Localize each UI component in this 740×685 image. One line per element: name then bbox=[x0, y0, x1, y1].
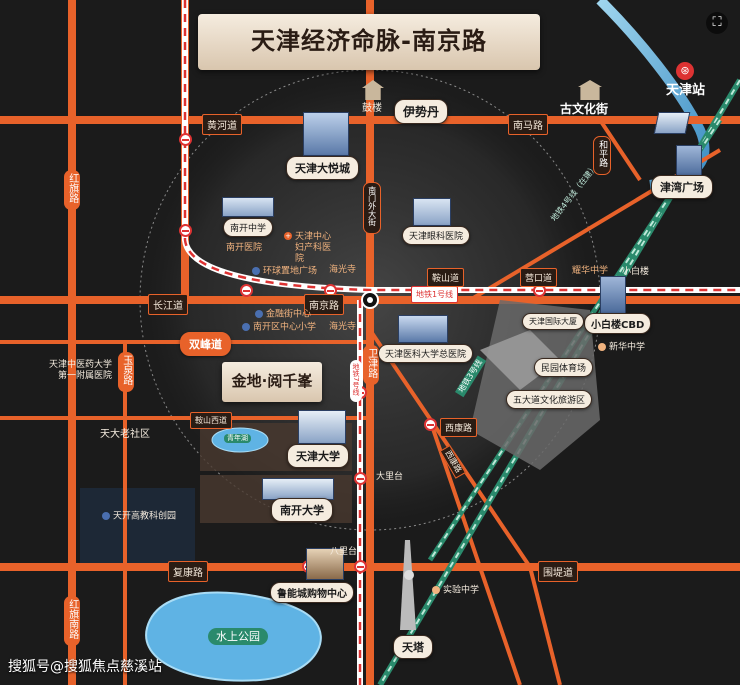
eye-hospital-building bbox=[413, 198, 451, 226]
dalitai-label: 大里台 bbox=[376, 472, 404, 482]
road-metro7: 地铁7号线 bbox=[350, 360, 362, 402]
joycity-building bbox=[303, 112, 349, 156]
tower-shape bbox=[400, 540, 416, 630]
poi-yaohua: 耀华中学 bbox=[572, 266, 609, 276]
project-banner[interactable]: 金地·阅千峯 bbox=[222, 362, 322, 402]
eye-hospital-pill[interactable]: 天津眼科医院 bbox=[402, 226, 471, 245]
poi-haiguangsi: 海光寺 bbox=[329, 265, 357, 275]
nku-pill[interactable]: 南开大学 bbox=[271, 498, 333, 522]
lunan-mall-pill[interactable]: 鲁能城购物中心 bbox=[270, 582, 354, 603]
nankai-middle-pill[interactable]: 南开中学 bbox=[223, 218, 274, 237]
page-title: 天津经济命脉-南京路 bbox=[251, 27, 487, 55]
poi-women-hospital: +天津中心妇产科医院 bbox=[284, 232, 332, 264]
metro-station-marker[interactable] bbox=[424, 418, 437, 431]
jinwan-ship-building bbox=[653, 112, 691, 134]
blue-dot-icon bbox=[255, 310, 263, 318]
poi-nankai-primary: 南开区中心小学 bbox=[242, 323, 316, 333]
road-anshan: 鞍山道 bbox=[427, 268, 465, 287]
school-icon bbox=[432, 586, 440, 594]
blue-dot-icon bbox=[102, 512, 110, 520]
road-hongqi-nan: 红旗南路 bbox=[64, 596, 80, 646]
blue-dot-icon bbox=[242, 323, 250, 331]
metro-station-marker[interactable] bbox=[179, 133, 192, 146]
road-heping: 和平路 bbox=[593, 136, 611, 175]
jinwan-pill[interactable]: 津湾广场 bbox=[651, 175, 713, 199]
hospital-icon: + bbox=[284, 232, 292, 240]
road-shuangfeng: 双峰道 bbox=[180, 332, 231, 356]
tianjin-station-label: 天津站 bbox=[666, 83, 706, 98]
nku-building bbox=[262, 478, 334, 500]
tower-pill[interactable]: 天塔 bbox=[393, 635, 433, 659]
road-yuquan: 玉泉路 bbox=[118, 352, 134, 392]
road-nanmenwai: 南门外大街 bbox=[363, 182, 381, 234]
metro-station-marker[interactable] bbox=[179, 224, 192, 237]
poi-xinhua-middle: 新华中学 bbox=[598, 343, 645, 353]
medical-hospital-pill[interactable]: 天津医科大学总医院 bbox=[378, 344, 474, 363]
tju-pill[interactable]: 天津大学 bbox=[287, 444, 349, 468]
road-anshan-west: 鞍山西道 bbox=[190, 412, 232, 429]
expand-icon[interactable]: ⛶ bbox=[706, 12, 728, 34]
yishidan-pill[interactable]: 伊势丹 bbox=[394, 99, 449, 124]
road-changjiang: 长江道 bbox=[148, 294, 188, 315]
gulou-label: 鼓楼 bbox=[362, 103, 382, 114]
medical-hospital-building bbox=[398, 315, 448, 343]
tju-building bbox=[298, 410, 346, 444]
road-metro1: 地铁1号线 bbox=[411, 286, 459, 303]
road-weijin: 卫津路 bbox=[363, 345, 379, 385]
road-huanghe: 黄河道 bbox=[202, 114, 242, 135]
metro-station-marker[interactable] bbox=[240, 284, 253, 297]
road-nanma: 南马路 bbox=[508, 114, 548, 135]
blue-dot-icon bbox=[252, 267, 260, 275]
school-icon bbox=[598, 343, 606, 351]
road-xikang-label: 西康路 bbox=[440, 418, 478, 437]
tcm-hospital-label: 天津中医药大学第一附属医院 bbox=[48, 360, 112, 382]
guwenhua-label: 古文化街 bbox=[560, 102, 609, 116]
road-yingkou: 营口道 bbox=[520, 268, 558, 287]
xiaobailou-cbd-pill[interactable]: 小白楼CBD bbox=[584, 313, 652, 334]
poi-shiyan: 实验中学 bbox=[432, 586, 479, 596]
road-fukang: 复康路 bbox=[168, 561, 208, 582]
joycity-pill[interactable]: 天津大悦城 bbox=[286, 156, 359, 180]
metro-station-marker[interactable] bbox=[354, 472, 367, 485]
project-label: 金地·阅千峯 bbox=[231, 372, 313, 390]
nankai-middle-building bbox=[222, 197, 274, 217]
tianda-community-label: 天大老社区 bbox=[100, 429, 150, 440]
train-station-icon: ⊛ bbox=[676, 62, 694, 80]
poi-nankai-hospital: 南开医院 bbox=[226, 243, 263, 253]
minyuan-pill[interactable]: 民园体育场 bbox=[534, 358, 594, 377]
poi-huanqiu: 环球置地广场 bbox=[252, 267, 317, 277]
poi-haiguangsi-2: 海光寺 bbox=[329, 322, 357, 332]
tiankai-park-label: 天开高教科创园 bbox=[102, 512, 176, 522]
poi-jinrongjie: 金融街中心 bbox=[255, 310, 311, 320]
road-guanjing: 围堤道 bbox=[538, 561, 578, 582]
jinwan-building bbox=[676, 145, 702, 177]
title-banner: 天津经济命脉-南京路 bbox=[198, 14, 540, 70]
gulou-icon bbox=[362, 80, 384, 100]
road-nanjing: 南京路 bbox=[304, 294, 344, 315]
tj-intl-pill[interactable]: 天津国际大厦 bbox=[522, 313, 584, 330]
wudadao-pill[interactable]: 五大道文化旅游区 bbox=[506, 390, 593, 409]
lunan-mall-building bbox=[306, 548, 344, 580]
pagoda-icon bbox=[578, 80, 602, 100]
balitai-label: 八里台 bbox=[330, 547, 358, 557]
water-park-pill[interactable]: 水上公园 bbox=[208, 628, 268, 645]
xiaobailou-label: 小白楼 bbox=[622, 267, 650, 277]
metro-station-marker[interactable] bbox=[354, 560, 367, 573]
watermark: 搜狐号@搜狐焦点慈溪站 bbox=[8, 659, 162, 675]
road-hongqi: 红旗路 bbox=[64, 170, 80, 210]
xiaobailou-building bbox=[600, 276, 626, 314]
qingnian-lake-label: 青年湖 bbox=[224, 434, 251, 443]
